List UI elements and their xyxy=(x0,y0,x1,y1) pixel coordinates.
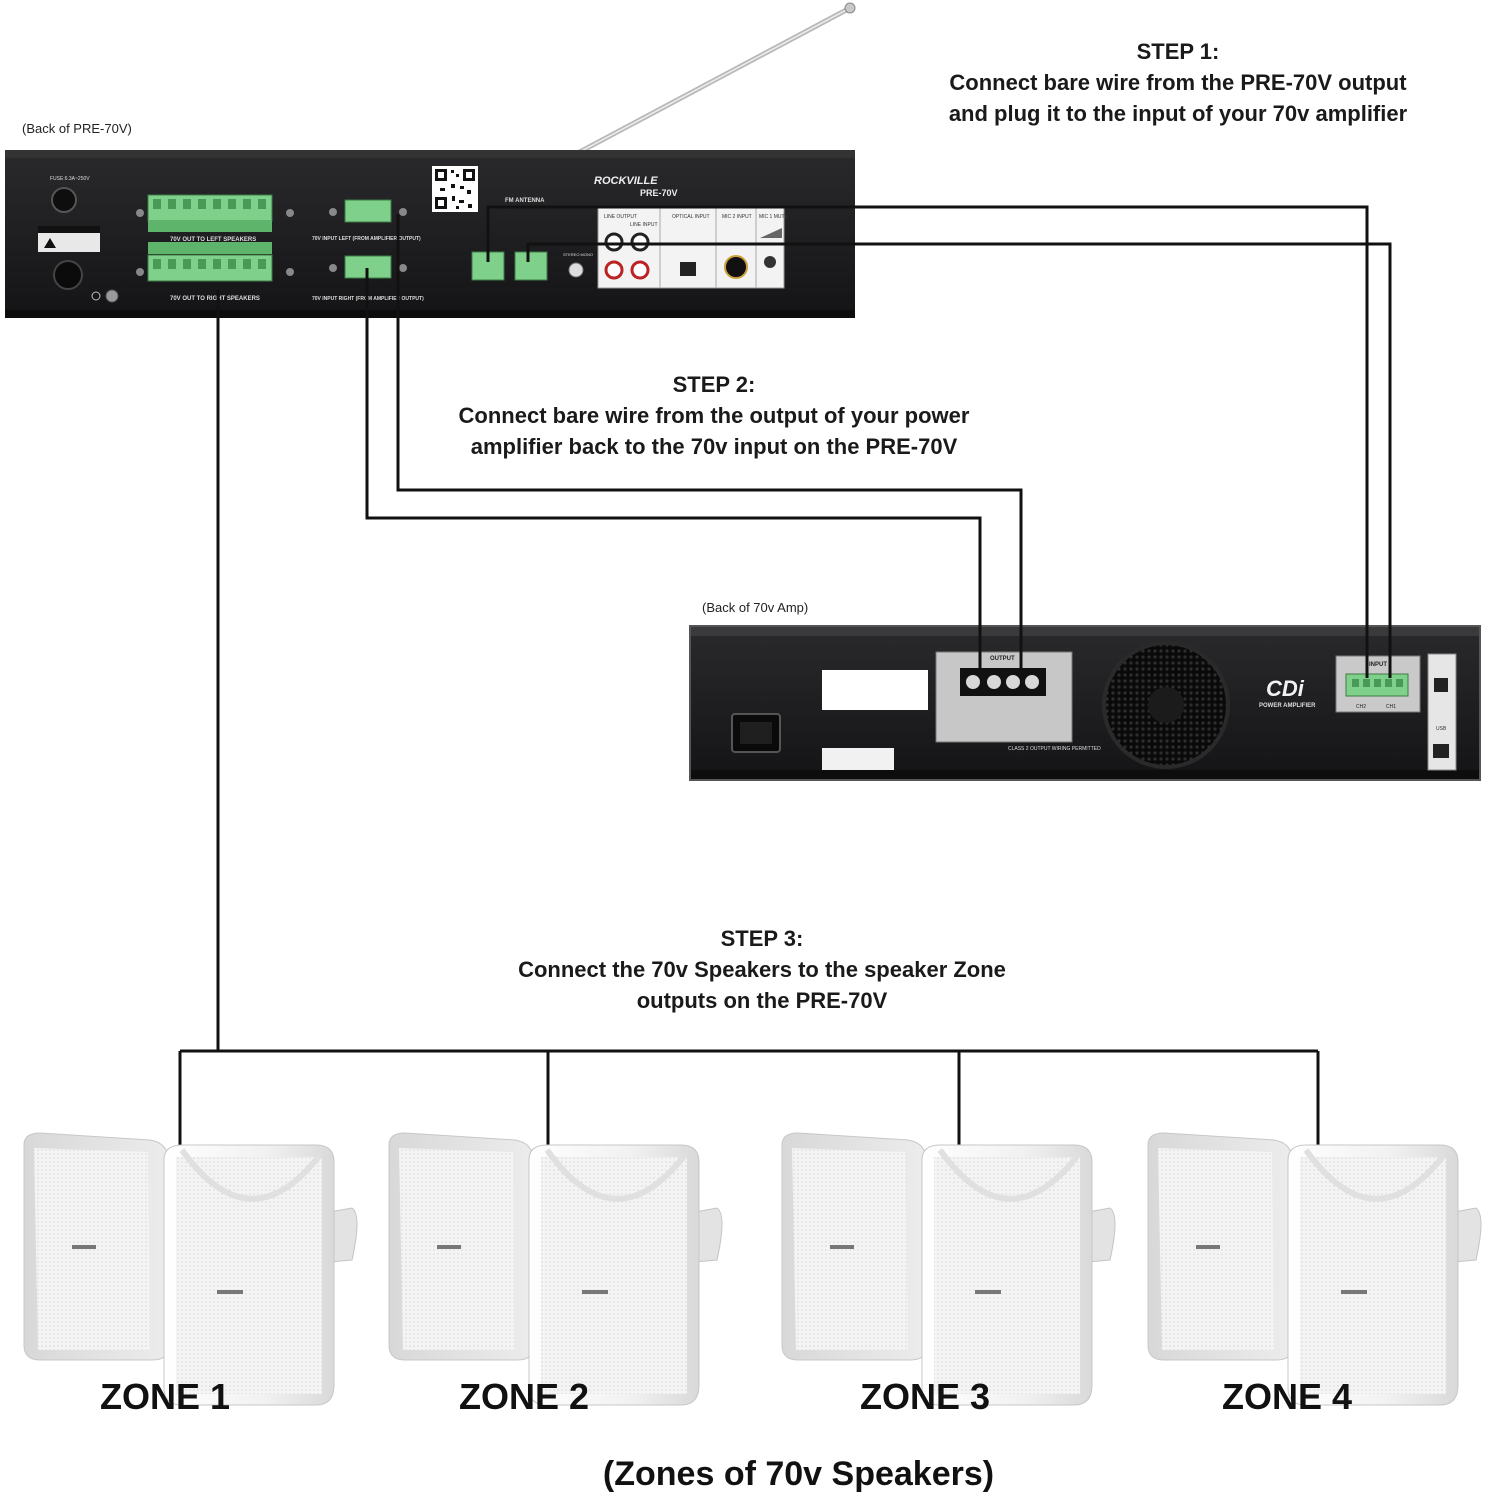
zone-label-1: ZONE 1 xyxy=(100,1376,231,1417)
amp-chassis xyxy=(690,626,1480,780)
step2-line1: Connect bare wire from the output of you… xyxy=(458,403,970,428)
mic2-jack xyxy=(724,255,748,279)
fm-antenna-label: FM ANTENNA xyxy=(505,198,545,204)
rca-jack xyxy=(630,260,650,280)
input-left-terminal xyxy=(344,199,392,223)
step1-title: STEP 1: xyxy=(1136,39,1220,64)
zone-label-3: ZONE 3 xyxy=(860,1376,991,1417)
stereo-mono-label: STEREO MONO xyxy=(563,252,593,257)
fuse-holder xyxy=(51,187,77,213)
rca-jack xyxy=(604,232,624,252)
usb-label: USB xyxy=(1436,726,1447,732)
amp-ch2-label: CH2 xyxy=(1356,704,1366,710)
qr-code xyxy=(432,166,478,212)
amp-class2-label: CLASS 2 OUTPUT WIRING PERMITTED xyxy=(1008,746,1101,752)
speaker-group-zone4 xyxy=(1147,1132,1482,1406)
step3-title: STEP 3: xyxy=(720,926,804,951)
rca-jack xyxy=(630,232,650,252)
speaker-group-zone3 xyxy=(781,1132,1116,1406)
caution-label xyxy=(822,748,894,770)
mic1-mute-label: MIC 1 MUTE xyxy=(759,214,789,220)
step2-block: STEP 2: Connect bare wire from the outpu… xyxy=(384,369,1044,462)
step1-block: STEP 1: Connect bare wire from the PRE-7… xyxy=(878,36,1478,129)
line-output-label: LINE OUTPUT xyxy=(604,214,637,220)
wire-step1-a xyxy=(486,205,1369,678)
amp-input-label: INPUT xyxy=(1369,662,1387,668)
mic2-input-label: MIC 2 INPUT xyxy=(722,214,752,220)
right-speakers-label: 70V OUT TO RIGHT SPEAKERS xyxy=(170,296,260,302)
amp-out-left-terminal xyxy=(514,251,548,281)
stereo-mono-switch xyxy=(568,262,584,278)
svg-text:FUSE:6.3A~250V: FUSE:6.3A~250V xyxy=(50,176,90,182)
speaker-group-zone1 xyxy=(23,1132,358,1406)
left-speakers-terminal xyxy=(147,194,273,232)
step2-title: STEP 2: xyxy=(672,372,756,397)
speaker-group-zone2 xyxy=(388,1132,723,1406)
step1-line1: Connect bare wire from the PRE-70V outpu… xyxy=(949,70,1407,95)
footer-caption: (Zones of 70v Speakers) xyxy=(602,1455,995,1493)
input-left-label: 70V INPUT LEFT (FROM AMPLIFIER OUTPUT) xyxy=(312,236,421,242)
usb-port xyxy=(1433,744,1449,758)
left-speakers-label: 70V OUT TO LEFT SPEAKERS xyxy=(170,237,256,243)
zone-label-2: ZONE 2 xyxy=(459,1376,590,1417)
pre70v-model: PRE-70V xyxy=(640,188,678,198)
step3-block: STEP 3: Connect the 70v Speakers to the … xyxy=(452,923,1072,1016)
wire-step2-a xyxy=(396,214,1023,676)
right-speakers-terminal xyxy=(147,242,273,282)
optical-jack xyxy=(680,262,696,276)
power-cord-inlet xyxy=(53,260,83,290)
line-input-label: LINE INPUT xyxy=(630,222,658,228)
amp-output-label: OUTPUT xyxy=(990,656,1015,662)
rca-jack xyxy=(604,260,624,280)
io-panel xyxy=(597,207,785,289)
blank-label xyxy=(822,670,928,710)
amp-ch1-label: CH1 xyxy=(1386,704,1396,710)
wire-step2-b xyxy=(365,268,982,676)
step2-line2: amplifier back to the 70v input on the P… xyxy=(470,434,958,459)
amp-output-panel xyxy=(935,651,1073,743)
amp-brand-logo: CDi xyxy=(1266,676,1305,701)
mic1-mute-button xyxy=(764,256,776,268)
step1-line2: and plug it to the input of your 70v amp… xyxy=(948,101,1408,126)
optical-input-label: OPTICAL INPUT xyxy=(672,214,710,220)
wires xyxy=(178,205,1392,1148)
amp-caption: (Back of 70v Amp) xyxy=(702,600,809,615)
wire-step1-b xyxy=(526,242,1392,678)
step3-line1: Connect the 70v Speakers to the speaker … xyxy=(518,957,1006,982)
zone-label-4: ZONE 4 xyxy=(1222,1376,1353,1417)
amp-subtitle: POWER AMPLIFIER xyxy=(1259,703,1316,709)
amp-unit: OUTPUT CLASS 2 OUTPUT WIRING PERMITTED C… xyxy=(689,625,1481,781)
step3-line2: outputs on the PRE-70V xyxy=(636,988,888,1013)
ground-screw xyxy=(105,289,119,303)
pre70v-caption: (Back of PRE-70V) xyxy=(22,121,132,136)
pre70v-unit: FUSE:6.3A~250V xyxy=(5,2,856,318)
pre70v-brand: ROCKVILLE xyxy=(594,175,658,187)
